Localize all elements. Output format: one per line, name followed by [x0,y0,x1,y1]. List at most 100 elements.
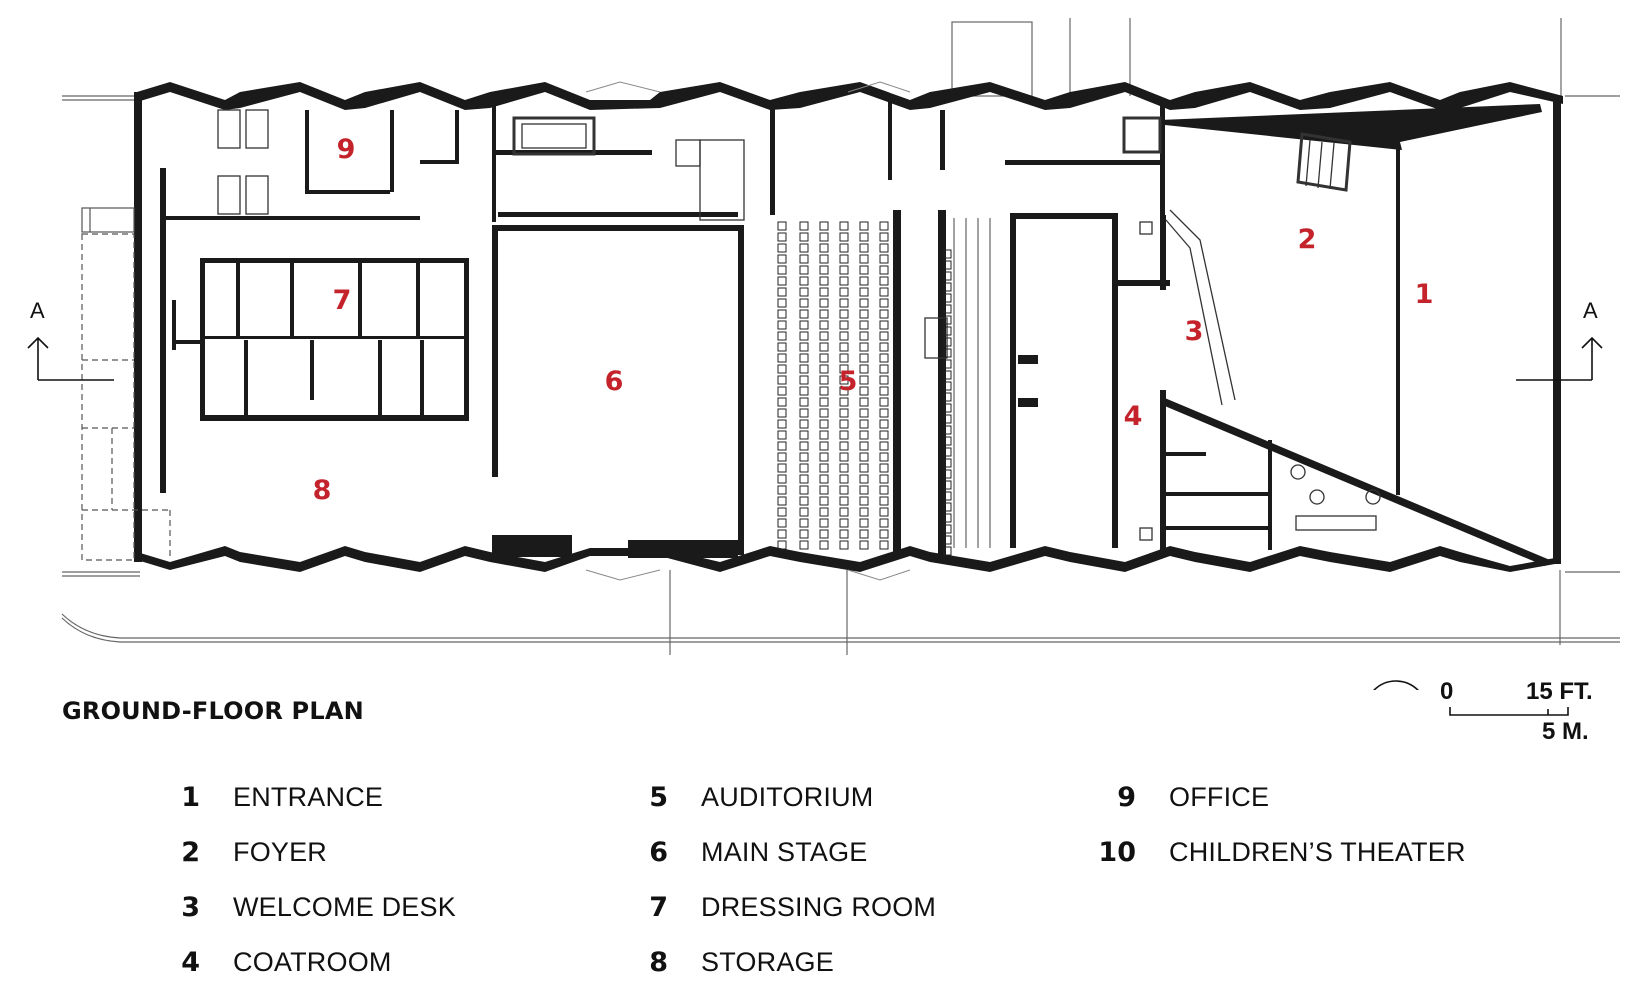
seat [859,221,869,231]
floor-plan: 1 2 3 4 5 6 7 8 9 A A [27,18,1620,690]
seat [859,540,869,550]
seat [819,298,829,308]
seat [839,397,849,407]
seat [859,441,869,451]
seat [943,436,952,446]
seat [879,474,889,484]
section-label-left: A [30,298,45,323]
seat [799,342,809,352]
seat [799,375,809,385]
seat [879,298,889,308]
seat [943,491,952,501]
seat [859,518,869,528]
seat [819,441,829,451]
seat [777,287,787,297]
seat [799,507,809,517]
seat [799,276,809,286]
seat [879,287,889,297]
legend-item-entrance: 1 ENTRANCE [152,782,383,822]
seat [879,540,889,550]
seat [777,309,787,319]
section-marker-right: A [1516,298,1603,381]
seat [799,320,809,330]
legend-label: STORAGE [701,947,834,977]
seat [839,485,849,495]
seat [819,243,829,253]
seat [839,232,849,242]
seat [777,254,787,264]
room-number-2: 2 [1298,224,1317,255]
seat [943,315,952,325]
room-number-9: 9 [337,134,356,165]
interior-details [217,109,1381,541]
seat [943,381,952,391]
seat [943,370,952,380]
seat [859,463,869,473]
legend-number: 7 [649,892,668,923]
seat [879,408,889,418]
seat [943,293,952,303]
seat [859,276,869,286]
seat [777,496,787,506]
seat [859,474,869,484]
seat [819,221,829,231]
seat [859,408,869,418]
seat [839,298,849,308]
seat [777,397,787,407]
legend-item-storage: 8 STORAGE [620,947,834,987]
seat [839,419,849,429]
seat [839,496,849,506]
room-number-4: 4 [1124,401,1143,432]
site-lines [61,18,1620,655]
seat [839,221,849,231]
seat [799,298,809,308]
seat [839,452,849,462]
seat [943,502,952,512]
seat [859,265,869,275]
seat [819,331,829,341]
seat [879,364,889,374]
seat [777,331,787,341]
seat [859,430,869,440]
seat [819,287,829,297]
seat [879,419,889,429]
seat [943,326,952,336]
seat [799,441,809,451]
seat [819,518,829,528]
seat [799,529,809,539]
auditorium-seating [777,218,991,556]
legend-label: AUDITORIUM [701,782,874,812]
seat [879,507,889,517]
seat [943,348,952,358]
seat [859,298,869,308]
seat [943,304,952,314]
seat [777,276,787,286]
seat [799,232,809,242]
seat [777,419,787,429]
legend-number: 1 [181,782,200,813]
seat [943,359,952,369]
seat [777,364,787,374]
seat [839,540,849,550]
seat [839,276,849,286]
section-label-right: A [1583,298,1598,323]
seat [879,331,889,341]
seat [943,249,952,259]
seat [859,364,869,374]
seat [777,386,787,396]
legend-item-office: 9 OFFICE [1088,782,1269,822]
seat [879,441,889,451]
seat [943,260,952,270]
seat [799,518,809,528]
seat [879,243,889,253]
seat [799,353,809,363]
seat [879,276,889,286]
seat [943,535,952,545]
seat [859,309,869,319]
seat [777,518,787,528]
seat [799,265,809,275]
seat [777,298,787,308]
seat [943,337,952,347]
legend-number: 3 [181,892,200,923]
seat [879,485,889,495]
